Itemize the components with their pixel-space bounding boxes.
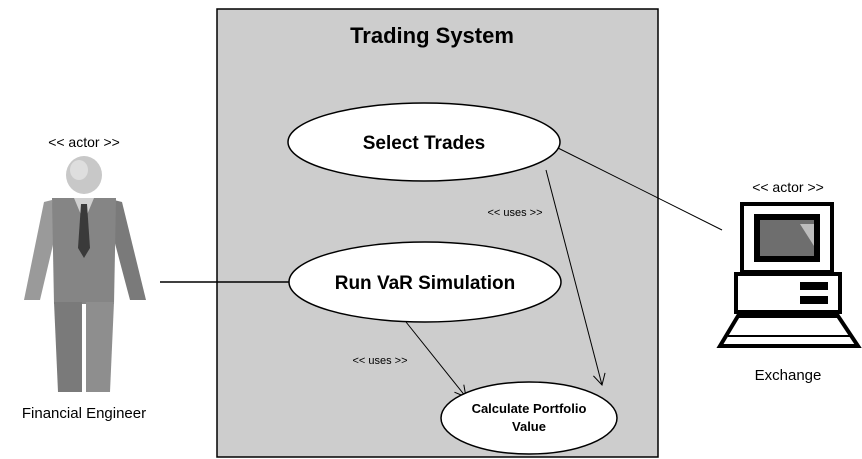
use-case-calc-label-line1: Calculate Portfolio bbox=[472, 401, 587, 416]
actor-right-stereotype: << actor >> bbox=[752, 179, 824, 195]
use-case-select-trades[interactable]: Select Trades bbox=[287, 102, 561, 182]
system-title: Trading System bbox=[350, 23, 514, 48]
person-icon bbox=[24, 156, 146, 392]
use-case-run-var-label: Run VaR Simulation bbox=[335, 273, 516, 294]
use-case-calc-label-line2: Value bbox=[512, 419, 546, 434]
uses-label-2: << uses >> bbox=[352, 355, 407, 367]
association-select-trades-exchange bbox=[555, 146, 723, 231]
actor-right-name: Exchange bbox=[755, 367, 822, 384]
actor-left-stereotype: << actor >> bbox=[48, 134, 120, 150]
use-case-calculate-portfolio-value[interactable]: Calculate Portfolio Value bbox=[440, 381, 618, 455]
uses-label-1: << uses >> bbox=[487, 207, 542, 219]
computer-icon bbox=[716, 202, 862, 348]
use-case-run-var-simulation[interactable]: Run VaR Simulation bbox=[288, 241, 562, 323]
uses-arrow-run-var-to-calc bbox=[405, 321, 467, 398]
actor-left-name: Financial Engineer bbox=[22, 405, 146, 422]
use-case-select-trades-label: Select Trades bbox=[363, 133, 486, 154]
uses-arrow-select-to-calc bbox=[545, 169, 606, 387]
system-boundary bbox=[216, 8, 659, 458]
